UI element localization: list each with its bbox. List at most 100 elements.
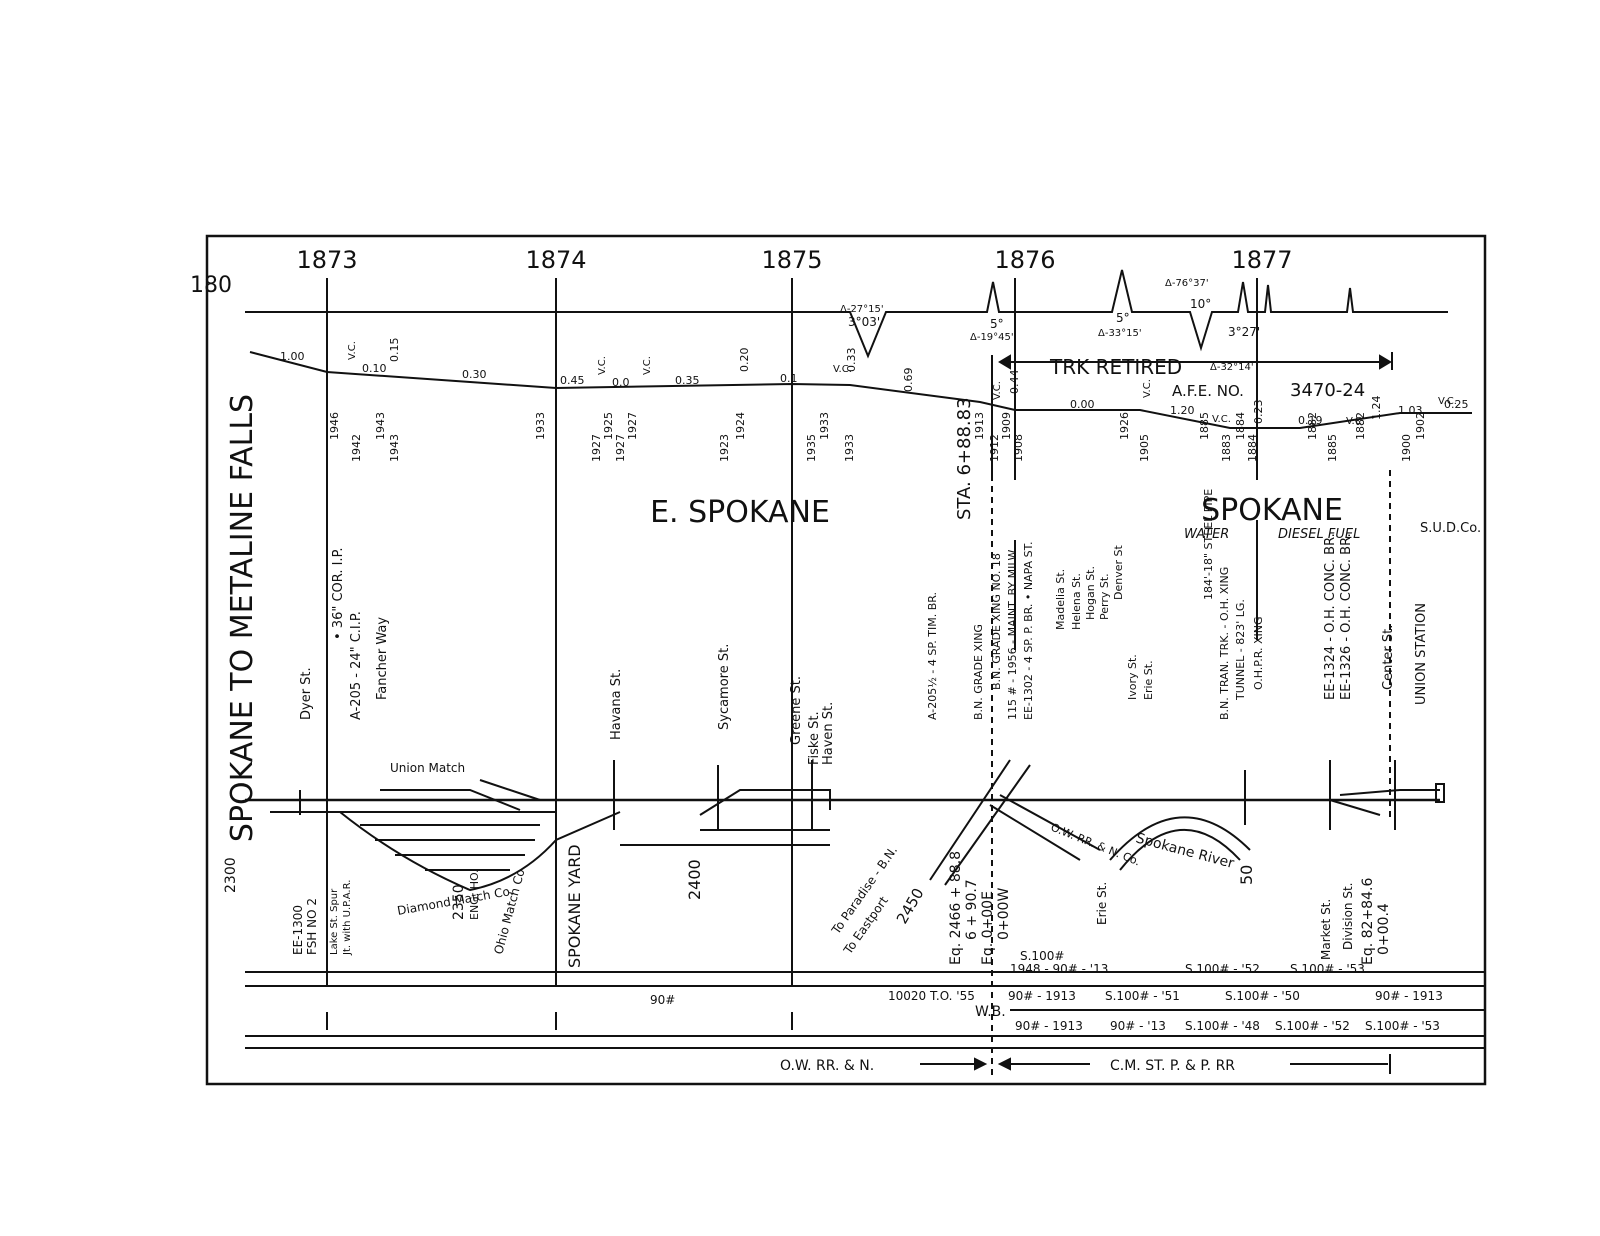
rail-row1-3: S.100# - '53 [1290,962,1365,976]
elevation-point: 1943 [374,412,387,440]
elevation-point: 1900 [1400,434,1413,462]
grade-5: 0.0 [612,376,630,389]
grade-17: 1.03 [1398,404,1423,417]
elevation-point: 1925 [602,412,615,440]
diagram-title: SPOKANE TO METALINE FALLS [225,394,260,842]
elevation-point: 1923 [718,434,731,462]
curve-4-delta: Δ-76°37' [1165,278,1209,289]
elevation-point: 1924 [734,412,747,440]
street-label: O.H.P.R. XING [1252,617,1265,690]
street-label: EE-1302 - 4 SP. P. BR. • NAPA ST. [1022,541,1035,720]
street-label: A-205½ - 4 SP. TIM. BR. [926,592,939,720]
rail-row2-5: 90# - 1913 [1375,989,1443,1003]
elevation-point: 1927 [590,434,603,462]
elevation-point: 1946 [328,412,341,440]
label-eq2: Eq. 0+00E [980,891,996,965]
diagram-frame [205,234,1487,1086]
rail-row3-0: 90# - 1913 [1015,1019,1083,1033]
vc-label: V.C. [597,356,608,375]
label-owrr: O.W. RR. & N. Co. [1049,821,1142,869]
elevation-point: 1882 [1306,412,1319,440]
label-fsh: FSH NO 2 [305,898,319,955]
utility-diesel: DIESEL FUEL [1278,527,1360,542]
street-label: Fiske St. [807,711,822,765]
street-label: Denver St [1112,545,1125,600]
label-eq1: Eq. 2466 + 88.8 [948,851,964,965]
elevation-point: 1927 [614,434,627,462]
grade-12: 0.00 [1070,398,1095,411]
street-label: Helena St. [1070,573,1083,630]
street-label: TUNNEL - 823' LG. [1234,599,1247,701]
curve-1-delta: Δ-27°15' [840,304,884,315]
elevation-point: 1909 [1000,412,1013,440]
curve-3-deg: 5° [1116,311,1130,325]
elevation-point: 1913 [973,412,986,440]
grade-9: 0.33 [845,348,858,373]
elevation-left: 2300 [223,857,239,893]
rail-row3-4: S.100# - '53 [1365,1019,1440,1033]
curve-4-deg: 10° [1190,297,1211,311]
label-ee1300: EE-1300 [291,905,305,955]
vc-label: V.C. [1438,396,1457,407]
street-label: Havana St. [609,669,624,740]
elevation-point: 1935 [805,434,818,462]
street-label: Erie St. [1142,660,1155,700]
grade-18: 0.25 [1444,398,1469,411]
vc-label: V.C. [992,381,1003,400]
rail-row1-2: S.100# - '52 [1185,962,1260,976]
street-label: 115 # - 1956 - MAINT. BY MILW. [1006,547,1019,720]
vc-label: V.C. [1346,416,1365,427]
grade-10: 0.69 [902,368,915,393]
curve-2-delta: Δ-19°45' [970,332,1014,343]
street-label: Center St. [1381,625,1396,690]
label-market: Market St. [1319,899,1333,960]
rail-row2-4: S.100# - '50 [1225,989,1300,1003]
street-label: Haven St. [821,702,836,765]
elevation-point: 1927 [626,412,639,440]
profile-line [249,351,1472,429]
grade-16: 1.24 [1370,396,1383,421]
street-label: Madelia St. [1054,569,1067,630]
station-1875: 1875 [761,246,822,274]
elevation-tracks: 2350 [451,884,467,920]
spokane-river [1109,816,1251,871]
rail-wb: W.B. [975,1004,1006,1020]
street-label: B.N. TRAN. TRK. - O.H. XING [1218,567,1231,720]
elevation-point: 1933 [843,434,856,462]
rail-row3-2: S.100# - '48 [1185,1019,1260,1033]
elevation-mid: 2450 [893,885,928,927]
elevation-yard: 2400 [685,859,704,900]
street-label: 184'-18" STEEL PIPE [1202,489,1215,600]
station-1877: 1877 [1231,246,1292,274]
elevation-point: 1905 [1138,434,1151,462]
label-eq1b: 6 + 90.7 [964,879,980,940]
grade-14: 0.23 [1252,400,1265,425]
street-label: Hogan St. [1084,566,1097,620]
street-label: A-205 - 24" C.I.P. [349,611,364,720]
street-label: Greene St. [789,676,804,745]
street-label: Ivory St. [1126,654,1139,700]
grade-15: 0.19 [1298,414,1323,427]
rail-row2-2: 90# - 1913 [1008,989,1076,1003]
street-label: Fancher Way [375,617,390,700]
elevation-point: 1933 [534,412,547,440]
afe-label: A.F.E. NO. [1172,382,1244,400]
grade-11: 0.44 [1008,370,1021,395]
utility-water: WATER [1184,527,1229,542]
rail-row1-1: 1948 - 90# - '13 [1010,962,1108,976]
elevation-point: 1902 [1414,412,1427,440]
station-1873: 1873 [296,246,357,274]
station-1876: 1876 [994,246,1055,274]
street-label: Dyer St. [299,667,314,720]
grade-8: 0.1 [780,372,798,385]
label-eq3: Eq. 82+84.6 [1360,878,1376,965]
station-marker: STA. 6+88.83 [954,397,975,520]
label-eng-ho: ENG. HO. [468,869,481,920]
grade-2: 0.15 [388,338,401,363]
track-retired-label: TRK RETIRED [1049,355,1182,379]
rail-row2-3: S.100# - '51 [1105,989,1180,1003]
elevation-point: 1933 [818,412,831,440]
grade-13: 1.20 [1170,404,1195,417]
elevation-point: 1885 [1198,412,1211,440]
label-lake-st: Lake St. Spur [329,888,340,955]
